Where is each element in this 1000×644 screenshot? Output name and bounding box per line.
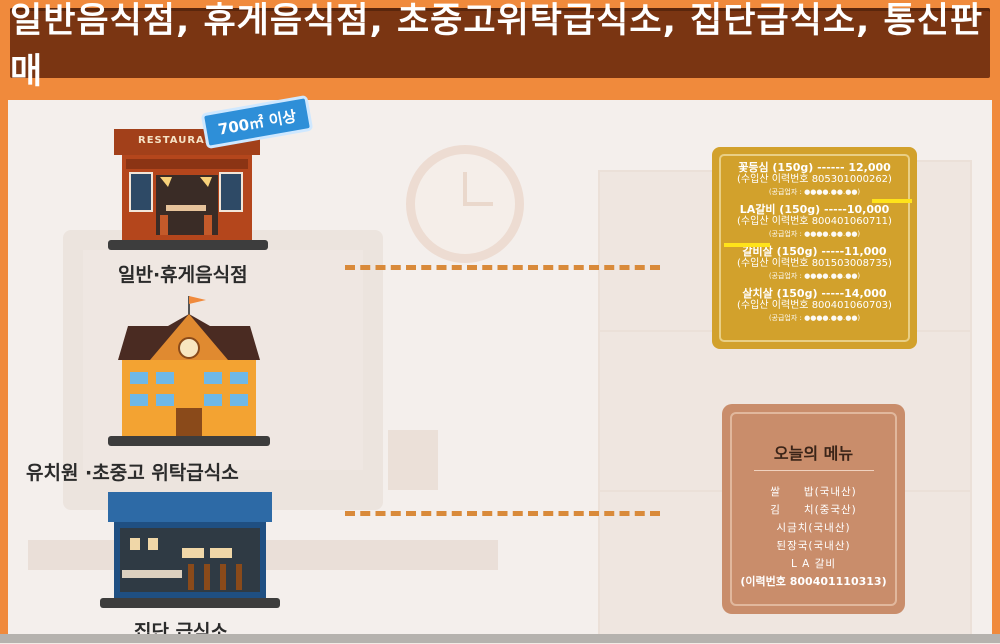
cafeteria-building-icon	[100, 492, 280, 608]
price-item: LA갈비 (150g) -----10,000 (수입산 이력번호 800401…	[737, 203, 892, 239]
menu-item: 된장국(국내산)	[776, 540, 851, 552]
price-card: 꽃등심 (150g) ------ 12,000 (수입산 이력번호 80530…	[712, 147, 917, 349]
menu-card: 오늘의 메뉴 쌀 밥(국내산) 김 치(중국산) 시금치(국내산) 된장국(국내…	[722, 404, 905, 614]
connector-line	[345, 265, 660, 270]
video-progress-bar[interactable]	[0, 634, 1000, 643]
price-card-inner: 꽃등심 (150g) ------ 12,000 (수입산 이력번호 80530…	[719, 154, 910, 342]
price-item: 꽃등심 (150g) ------ 12,000 (수입산 이력번호 80530…	[737, 161, 892, 197]
price-item: 갈비살 (150g) -----11,000 (수입산 이력번호 8015030…	[737, 245, 892, 281]
background-pen-cup	[388, 430, 438, 490]
menu-item: 시금치(국내산)	[776, 522, 851, 534]
menu-item: 쌀 밥(국내산)	[770, 486, 857, 498]
header-banner: 일반음식점, 휴게음식점, 초중고위탁급식소, 집단급식소, 통신판매	[10, 1, 990, 92]
menu-title: 오늘의 메뉴	[773, 444, 854, 463]
background-clock-icon	[406, 145, 524, 263]
school-building-icon	[108, 296, 270, 446]
price-item: 살치살 (150g) -----14,000 (수입산 이력번호 8004010…	[737, 287, 892, 323]
menu-item: L A 갈비	[790, 558, 837, 570]
restaurant-label: 일반·휴게음식점	[118, 264, 248, 286]
menu-item: 김 치(중국산)	[770, 504, 857, 516]
menu-trace-number: (이력번호 800401110313)	[740, 575, 887, 588]
school-label: 유치원 ·초중고 위탁급식소	[26, 462, 239, 484]
connector-line	[345, 511, 660, 516]
highlight-mark	[724, 243, 770, 247]
menu-card-inner: 오늘의 메뉴 쌀 밥(국내산) 김 치(중국산) 시금치(국내산) 된장국(국내…	[730, 412, 897, 606]
highlight-mark	[872, 199, 912, 203]
divider	[753, 470, 874, 471]
page-title: 일반음식점, 휴게음식점, 초중고위탁급식소, 집단급식소, 통신판매	[10, 1, 984, 92]
restaurant-building-icon	[108, 129, 268, 250]
menu-list: 쌀 밥(국내산) 김 치(중국산) 시금치(국내산) 된장국(국내산) L A …	[732, 483, 895, 591]
restaurant-sign: RESTAURANT	[138, 135, 222, 146]
